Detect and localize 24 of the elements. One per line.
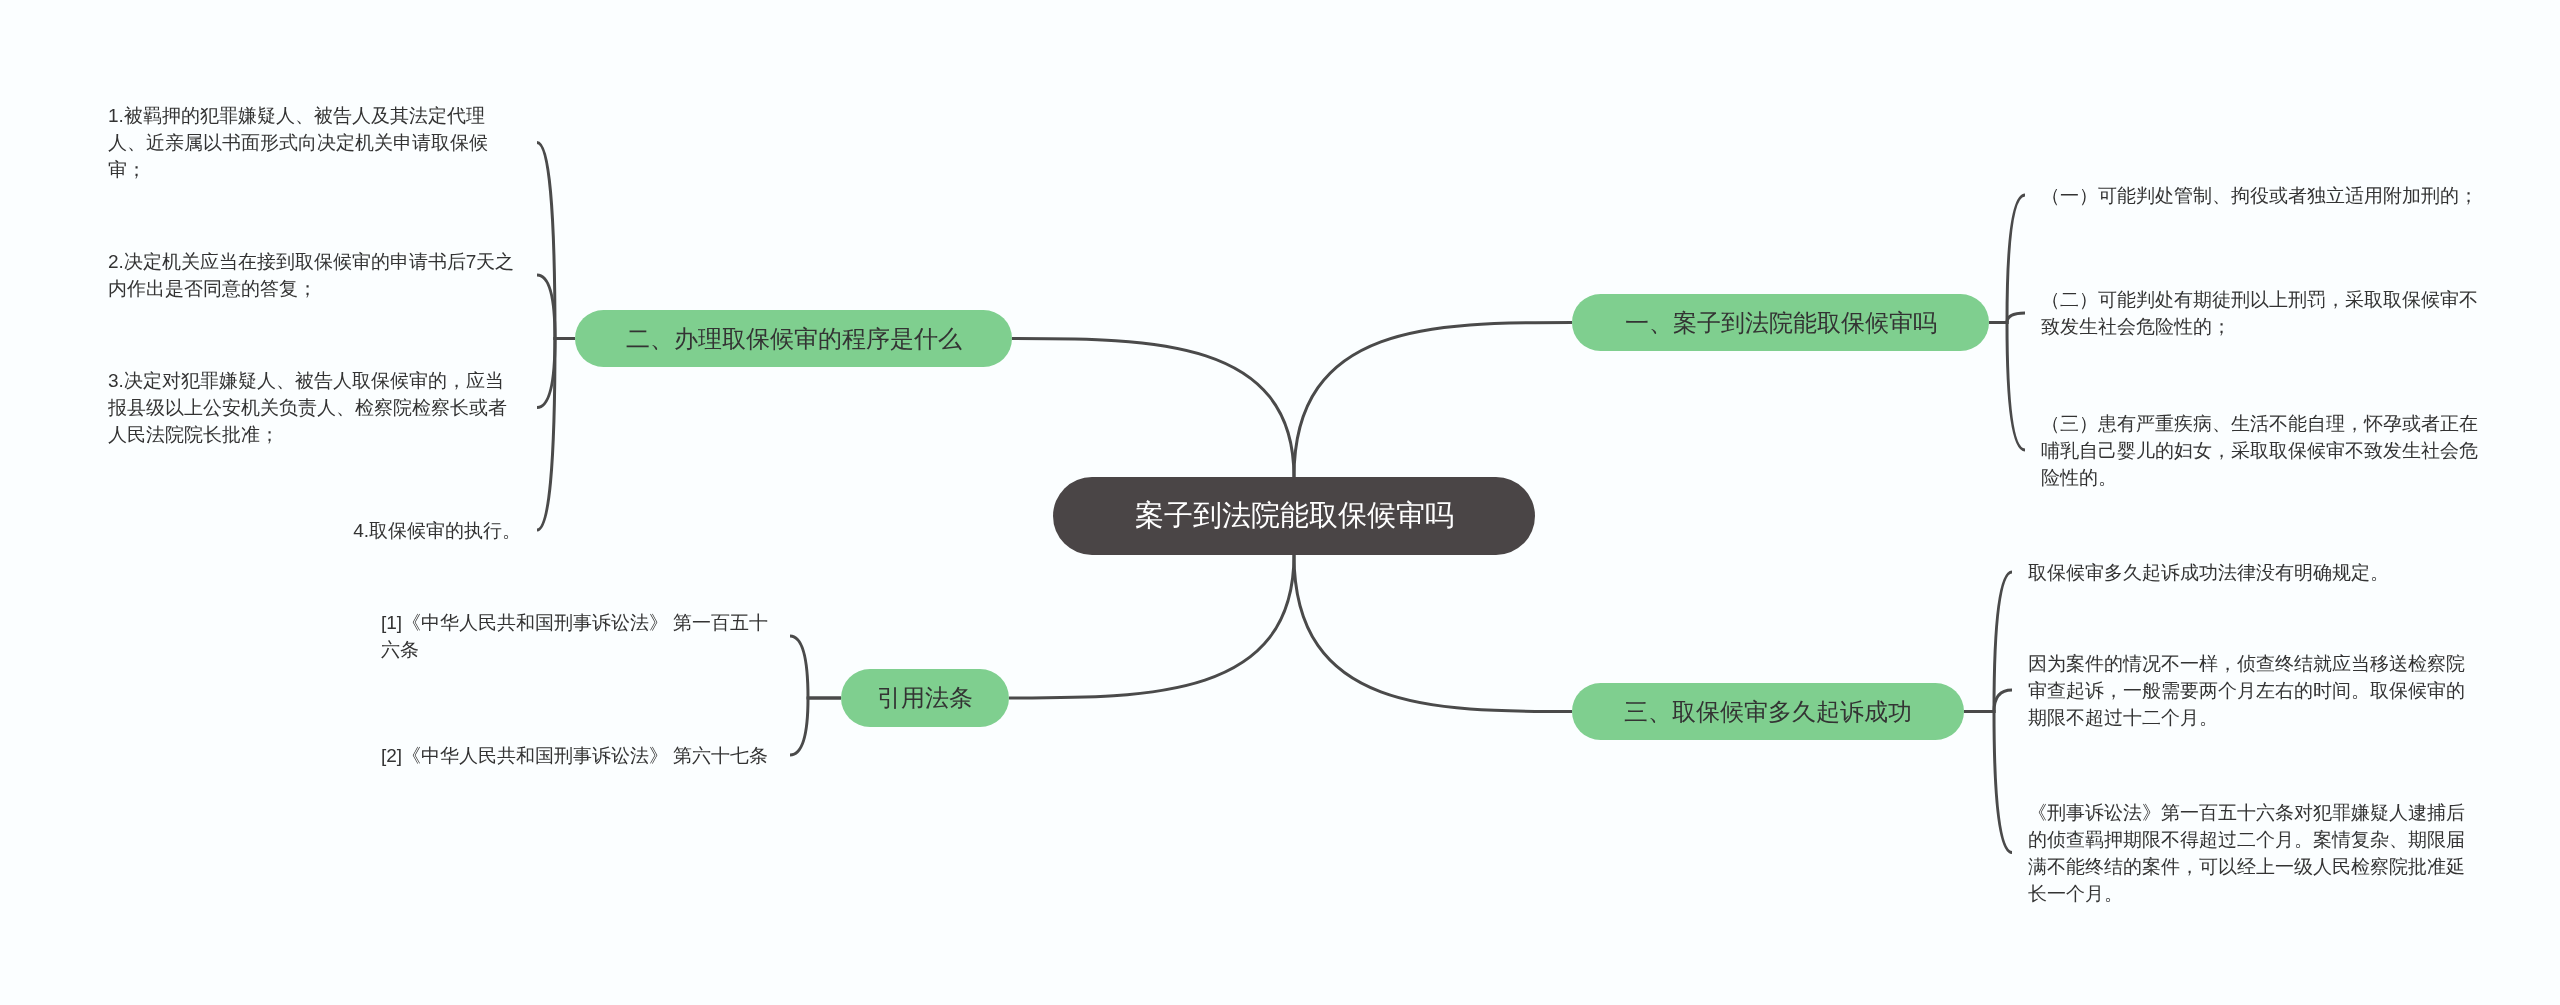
connector-line [1292,554,1572,713]
connector-line [1292,321,1572,478]
topic-pill: 三、取保候审多久起诉成功 [1572,683,1964,740]
connector-line [1009,554,1296,700]
topic-pill: 二、办理取保候审的程序是什么 [575,310,1012,367]
subtopic-text: [1]《中华人民共和国刑事诉讼法》 第一百五十六条 [365,605,790,667]
subtopic-text: 取保候审多久起诉成功法律没有明确规定。 [2012,555,2482,589]
subtopic-text: 3.决定对犯罪嫌疑人、被告人取保候审的，应当报县级以上公安机关负责人、检察院检察长或者人民法院院长批准； [92,360,537,455]
subtopic-text: [2]《中华人民共和国刑事诉讼法》 第六十七条 [365,724,790,786]
topic-pill: 引用法条 [841,669,1009,727]
subtopic-text: （一）可能判处管制、拘役或者独立适用附加刑的； [2025,160,2495,230]
subtopic-text: （三）患有严重疾病、生活不能自理，怀孕或者正在哺乳自己婴儿的妇女，采取取保候审不致发生社会危险性的。 [2025,400,2495,500]
connector-line [1989,321,2026,452]
subtopic-text: 4.取保候审的执行。 [300,512,537,548]
subtopic-text: （二）可能判处有期徒刑以上刑罚，采取取保候审不致发生社会危险性的； [2025,278,2495,348]
connector-line [1012,337,1296,478]
subtopic-text: 1.被羁押的犯罪嫌疑人、被告人及其法定代理人、近亲属以书面形式向决定机关申请取保候审； [92,95,537,190]
connector-line [1964,710,2013,854]
subtopic-text: 《刑事诉讼法》第一百五十六条对犯罪嫌疑人逮捕后的侦查羁押期限不得超过二个月。案情复杂、期限届满不能终结的案件，可以经上一级人民检察院批准延长一个月。 [2012,790,2482,915]
connector-line [789,696,841,757]
central-topic: 案子到法院能取保候审吗 [1053,477,1535,555]
subtopic-text: 2.决定机关应当在接到取保候审的申请书后7天之内作出是否同意的答复； [92,240,537,310]
subtopic-text: 因为案件的情况不一样，侦查终结就应当移送检察院审查起诉，一般需要两个月左右的时间。取保候审的期限不超过十二个月。 [2012,640,2482,740]
topic-pill: 一、案子到法院能取保候审吗 [1572,294,1989,351]
